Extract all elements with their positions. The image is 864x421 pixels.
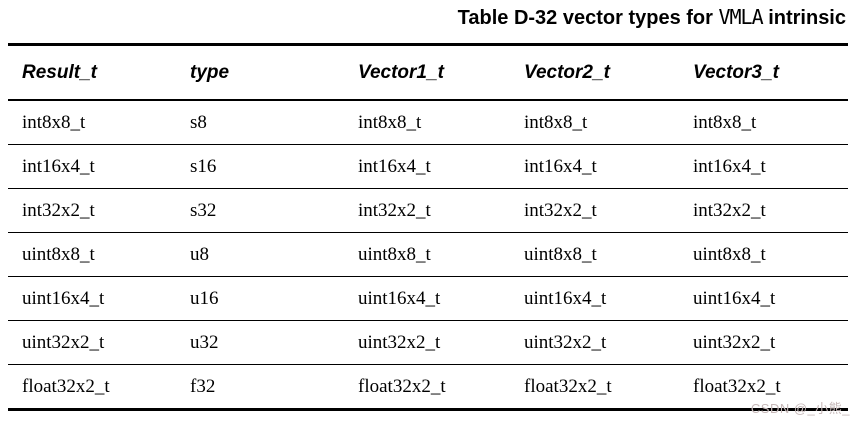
csdn-watermark: CSDN @_小熊_ — [750, 401, 850, 416]
vmla-code-text: VMLA — [718, 5, 763, 29]
table-cell: uint16x4_t — [8, 276, 176, 321]
vector-types-table: Result_t type Vector1_t Vector2_t Vector… — [8, 43, 848, 411]
table-cell: int8x8_t — [8, 100, 176, 145]
table-caption: Table D-32 vector types for VMLA intrins… — [458, 5, 846, 30]
table-cell: int32x2_t — [344, 188, 510, 233]
table-row: int16x4_t s16 int16x4_t int16x4_t int16x… — [8, 144, 848, 189]
table-row: float32x2_t f32 float32x2_t float32x2_t … — [8, 365, 848, 410]
table-cell: uint8x8_t — [679, 232, 848, 277]
table-cell: u8 — [176, 232, 344, 277]
table-cell: float32x2_t — [22, 375, 110, 397]
table-header-row: Result_t type Vector1_t Vector2_t Vector… — [8, 44, 848, 101]
table-cell: uint8x8_t — [344, 232, 510, 277]
column-header-vector2: Vector2_t — [510, 44, 679, 101]
table-cell: uint16x4_t — [344, 276, 510, 321]
table-cell: uint32x2_t — [344, 320, 510, 365]
table-cell: uint32x2_t — [679, 320, 848, 365]
table-row: int32x2_t s32 int32x2_t int32x2_t int32x… — [8, 188, 848, 233]
table-cell: int8x8_t — [344, 100, 510, 145]
table-cell: s16 — [176, 144, 344, 189]
table-row: int8x8_t s8 int8x8_t int8x8_t int8x8_t — [8, 100, 848, 145]
table-cell: uint8x8_t — [510, 232, 679, 277]
table-cell: u32 — [176, 320, 344, 365]
table-cell: int8x8_t — [510, 100, 679, 145]
column-header-vector1: Vector1_t — [344, 44, 510, 101]
table-cell: uint8x8_t — [8, 232, 176, 277]
table-row: uint16x4_t u16 uint16x4_t uint16x4_t uin… — [8, 276, 848, 321]
table-cell: int32x2_t — [510, 188, 679, 233]
table-cell: uint32x2_t — [8, 320, 176, 365]
table-cell: uint32x2_t — [510, 320, 679, 365]
table-cell: int16x4_t — [510, 144, 679, 189]
table-cell: s8 — [176, 100, 344, 145]
table-row: uint8x8_t u8 uint8x8_t uint8x8_t uint8x8… — [8, 232, 848, 277]
table-cell: int32x2_t — [8, 188, 176, 233]
table-cell: float32x2_t — [524, 375, 612, 397]
column-header-type: type — [176, 44, 344, 101]
table-caption-suffix: intrinsic — [762, 7, 846, 29]
table-cell: int16x4_t — [679, 144, 848, 189]
table-cell: int16x4_t — [8, 144, 176, 189]
table-row: uint32x2_t u32 uint32x2_t uint32x2_t uin… — [8, 320, 848, 365]
table-cell: float32x2_t — [358, 375, 446, 397]
table-cell: u16 — [176, 276, 344, 321]
column-header-result: Result_t — [8, 44, 176, 101]
table-caption-prefix: Table D-32 vector types for — [457, 7, 719, 29]
table-cell: int16x4_t — [344, 144, 510, 189]
table-cell: s32 — [176, 188, 344, 233]
table-cell: f32 — [190, 375, 216, 397]
table-cell: int8x8_t — [679, 100, 848, 145]
table-cell: uint16x4_t — [679, 276, 848, 321]
table-cell: float32x2_t — [693, 375, 781, 397]
table-cell: int32x2_t — [679, 188, 848, 233]
table-cell: uint16x4_t — [510, 276, 679, 321]
column-header-vector3: Vector3_t — [679, 44, 848, 101]
